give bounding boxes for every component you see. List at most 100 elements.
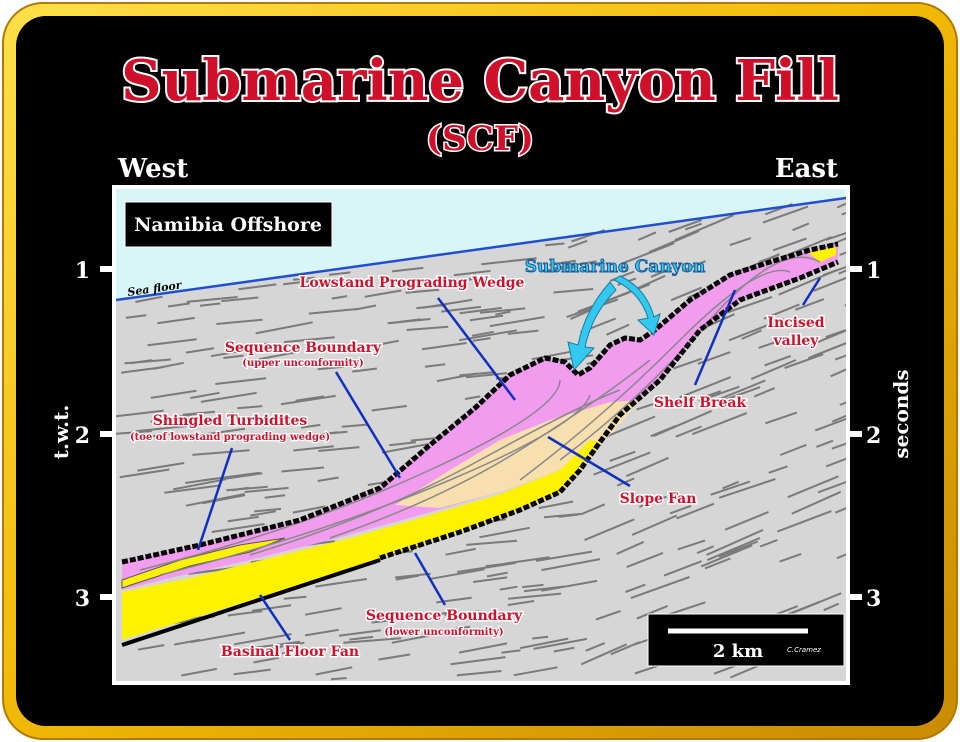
reflector-segment [553, 288, 594, 294]
reflector-segment [315, 666, 353, 676]
reflector-segment [825, 231, 846, 241]
reflector-segment [539, 265, 578, 273]
label-lowstand-prograding-wedge: Lowstand Prograding Wedge [300, 275, 525, 291]
reflector-segment [153, 361, 184, 370]
reflector-segment [391, 632, 441, 644]
reflector-segment [137, 644, 165, 651]
reflector-segment [262, 641, 305, 651]
reflector-segment [173, 478, 227, 491]
reflector-segment [508, 592, 562, 600]
reflector-segment [710, 480, 751, 496]
lowstand-prograding-wedge [122, 244, 838, 590]
reflector-segment [751, 317, 785, 333]
right-tick-1: 1 [866, 258, 881, 284]
reflector-segment [722, 480, 740, 490]
reflector-segment [620, 242, 675, 266]
reflector-segment [215, 377, 267, 385]
reflector-segment [670, 286, 702, 302]
reflector-segment [343, 637, 402, 644]
reflector-segment [473, 576, 508, 583]
left-axis: 1 2 3 t.w.t. [49, 258, 114, 612]
reflector-segment [684, 222, 703, 231]
page-title: Submarine Canyon Fill [121, 48, 839, 114]
reflector-segment [763, 303, 800, 320]
reflector-segment [451, 611, 473, 617]
reflector-segment [507, 600, 535, 606]
reflector-segment [522, 583, 544, 589]
reflector-segment [541, 558, 601, 572]
reflector-segment [186, 296, 238, 303]
reflector-segment [371, 405, 407, 412]
reflector-segment [430, 568, 485, 580]
reflector-segment [718, 478, 776, 499]
reflector-segment [807, 342, 846, 360]
reflector-segment [292, 505, 326, 514]
reflector-segment [381, 442, 430, 454]
reflector-segment [626, 456, 669, 478]
reflector-segment [679, 376, 732, 399]
reflector-segment [595, 609, 622, 621]
reflector-segment [541, 579, 598, 592]
reflector-segment [823, 602, 840, 612]
reflector-segment [519, 637, 569, 650]
incised-valley-fill [808, 246, 836, 262]
reflector-segment [816, 439, 834, 448]
reflector-segment [486, 571, 508, 578]
reflector-segment [765, 411, 798, 425]
reflector-segment [445, 547, 476, 556]
reflector-segment [450, 656, 506, 666]
reflector-segment [822, 266, 846, 277]
reflector-segment [281, 648, 314, 655]
label-basinal-floor-fan: Basinal Floor Fan [221, 644, 359, 660]
reflector-segment [227, 515, 259, 523]
floor-fan-base-line [121, 558, 381, 647]
reflector-segment [421, 342, 467, 351]
reflector-segment [216, 318, 263, 325]
reflector-segment [130, 359, 152, 365]
reflector-segment [535, 550, 593, 562]
shingled-turbidites-lens [121, 537, 286, 589]
reflector-segment [513, 666, 558, 677]
reflector-segment [317, 476, 339, 482]
left-tick-3: 3 [75, 586, 90, 612]
reflector-segment [697, 351, 731, 365]
reflector-segment [762, 205, 809, 224]
reflector-segment [779, 552, 802, 563]
reflector-segment [759, 539, 778, 548]
reflector-segment [317, 365, 348, 371]
reflector-segment [814, 417, 846, 432]
lower-unconformity-line [379, 259, 839, 561]
canyon-arrow-left-icon [567, 281, 617, 372]
reflector-segment [669, 504, 692, 515]
reflector-segment [495, 310, 511, 316]
reflector-segment [831, 442, 846, 450]
canyon-arrow-right-icon [612, 275, 661, 336]
label-incised-valley-2: valley [773, 333, 820, 349]
reflector-segment [532, 635, 549, 640]
reflector-segment [116, 409, 164, 418]
page-subtitle: (SCF) [426, 119, 534, 159]
slope-fan [395, 400, 640, 508]
reflector-segment [137, 462, 185, 472]
reflector-segment [371, 616, 421, 624]
reflector-segment [305, 607, 342, 616]
reflector-segment [701, 390, 722, 399]
reflector-segment [813, 276, 846, 292]
reflector-segment [585, 642, 606, 652]
reflector-segment [825, 457, 846, 468]
reflector-segment [533, 637, 588, 650]
reflector-segment [200, 427, 246, 436]
reflector-segment [456, 670, 502, 677]
wedge-internal-reflectors [139, 256, 821, 576]
reflector-segment [232, 486, 249, 492]
reflector-segment [264, 494, 286, 499]
reflector-segment [720, 379, 766, 400]
basinal-floor-fan [122, 440, 600, 640]
reflector-segment [223, 354, 244, 359]
reflector-segment [779, 443, 807, 456]
reflector-segment [135, 295, 163, 303]
reflector-segment [464, 395, 481, 400]
reflector-segment [258, 351, 298, 361]
reflector-segment [750, 359, 797, 381]
reflector-segment [406, 325, 449, 331]
